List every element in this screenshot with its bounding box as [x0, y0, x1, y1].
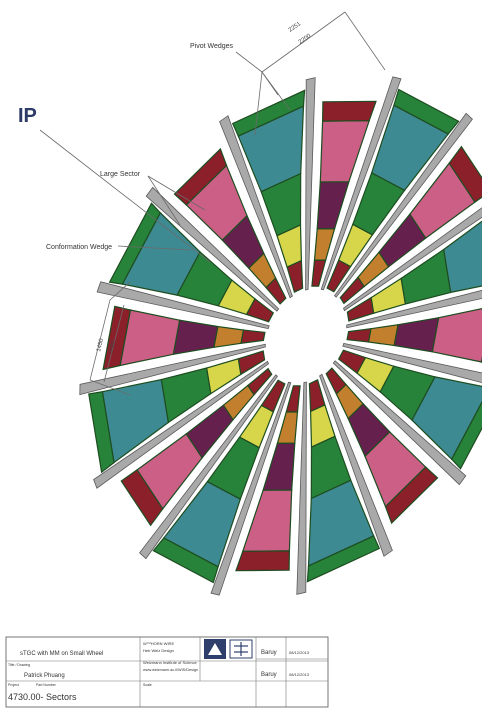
small-sector-15-band-0	[346, 327, 372, 343]
checked-by-name: Baruy	[261, 672, 277, 678]
large-sector-6-band-4	[88, 391, 115, 474]
institute-line-4: www.weizmann.ac.il/WIS/Design	[143, 668, 198, 672]
support-wedge-5	[93, 360, 269, 489]
support-wedge-12	[333, 112, 473, 298]
support-wedge-1	[319, 373, 393, 557]
institute-logo	[204, 639, 253, 659]
sectors-group	[79, 76, 482, 596]
small-sector-13-band-4	[448, 145, 482, 203]
small-sector-15-band-2	[393, 316, 440, 353]
support-wedge-4	[139, 374, 279, 560]
large-sector-4-band-4	[152, 537, 219, 584]
large-sector-8-band-4	[108, 202, 162, 285]
large-sector-12-band-4	[393, 88, 460, 135]
small-sector-9-band-4	[173, 147, 228, 206]
dimension-left-outer: 1450	[96, 337, 105, 352]
label-part-number: Part Number	[36, 683, 57, 687]
project-title: sTGC with MM on Small Wheel	[20, 651, 103, 657]
label-scale: Scale	[143, 683, 152, 687]
support-wedge-13	[343, 207, 482, 312]
ip-label: IP	[18, 105, 37, 127]
support-wedge-9	[219, 115, 293, 299]
dimension-top-outer: 2251	[288, 21, 303, 34]
large-sector-2-band-4	[306, 535, 381, 583]
small-sector-3-band-4	[235, 550, 291, 572]
support-wedge-15	[342, 342, 482, 384]
small-sector-3-band-1	[276, 411, 299, 445]
support-wedge-3	[210, 381, 292, 596]
support-wedge-6	[79, 343, 266, 396]
small-sector-7-band-0	[240, 329, 266, 345]
support-wedge-14	[346, 289, 482, 329]
drawing-number: 4730.00- Sectors	[8, 692, 77, 702]
checked-date: 08/12/2013	[289, 672, 310, 677]
drawn-by-name: Baruy	[261, 650, 277, 656]
title-block: sTGC with MM on Small Wheel Title / Draw…	[5, 636, 329, 708]
institute-line-2: Heb Weiz Design	[143, 648, 174, 653]
drawn-date: 08/12/2013	[289, 650, 310, 655]
small-sector-15-band-1	[367, 323, 399, 347]
large-sector-14-band-0	[346, 296, 375, 322]
small-sector-1-band-4	[384, 466, 439, 525]
institute-line-3: Weizmann Institute of Science	[143, 660, 198, 665]
label-project: Project	[8, 683, 19, 687]
small-sector-11-band-4	[321, 100, 377, 122]
support-wedge-11	[320, 76, 402, 291]
small-sector-11-band-1	[313, 227, 336, 261]
callout-leaders	[39, 11, 386, 396]
support-wedge-8	[145, 186, 280, 312]
small-sector-7-band-4	[102, 305, 132, 371]
label-title: Title / Drawing	[8, 663, 30, 667]
small-sector-5-band-4	[120, 469, 164, 527]
large-sector-14-band-1	[370, 277, 407, 314]
large-sector-0-band-4	[450, 400, 482, 470]
dimension-left-inner: 1400	[108, 339, 117, 354]
large-sector-label: Large Sector	[100, 171, 141, 178]
support-wedge-0	[332, 360, 467, 486]
small-sector-7-band-1	[213, 325, 245, 349]
small-sector-15-band-3	[431, 307, 482, 363]
large-sector-6-band-2	[160, 367, 212, 424]
large-sector-6-band-1	[205, 358, 242, 395]
large-sector-14-band-2	[400, 248, 452, 305]
large-sector-6-band-0	[237, 350, 266, 376]
support-wedge-10	[305, 77, 316, 291]
large-sector-10-band-4	[231, 89, 306, 137]
pivot-wedges-label: Pivot Wedges	[190, 43, 234, 50]
support-wedge-7	[96, 281, 270, 330]
institute-line-1: W™HORN WIRE	[143, 641, 174, 646]
support-wedge-2	[296, 381, 307, 595]
confirmation-wedge-label: Conformation Wedge	[46, 244, 112, 251]
dimension-top-inner: 2200	[298, 33, 313, 46]
small-sector-7-band-2	[172, 319, 219, 356]
large-sector-14-band-3	[443, 220, 482, 294]
designer-name: Patrick Phuang	[24, 673, 65, 679]
